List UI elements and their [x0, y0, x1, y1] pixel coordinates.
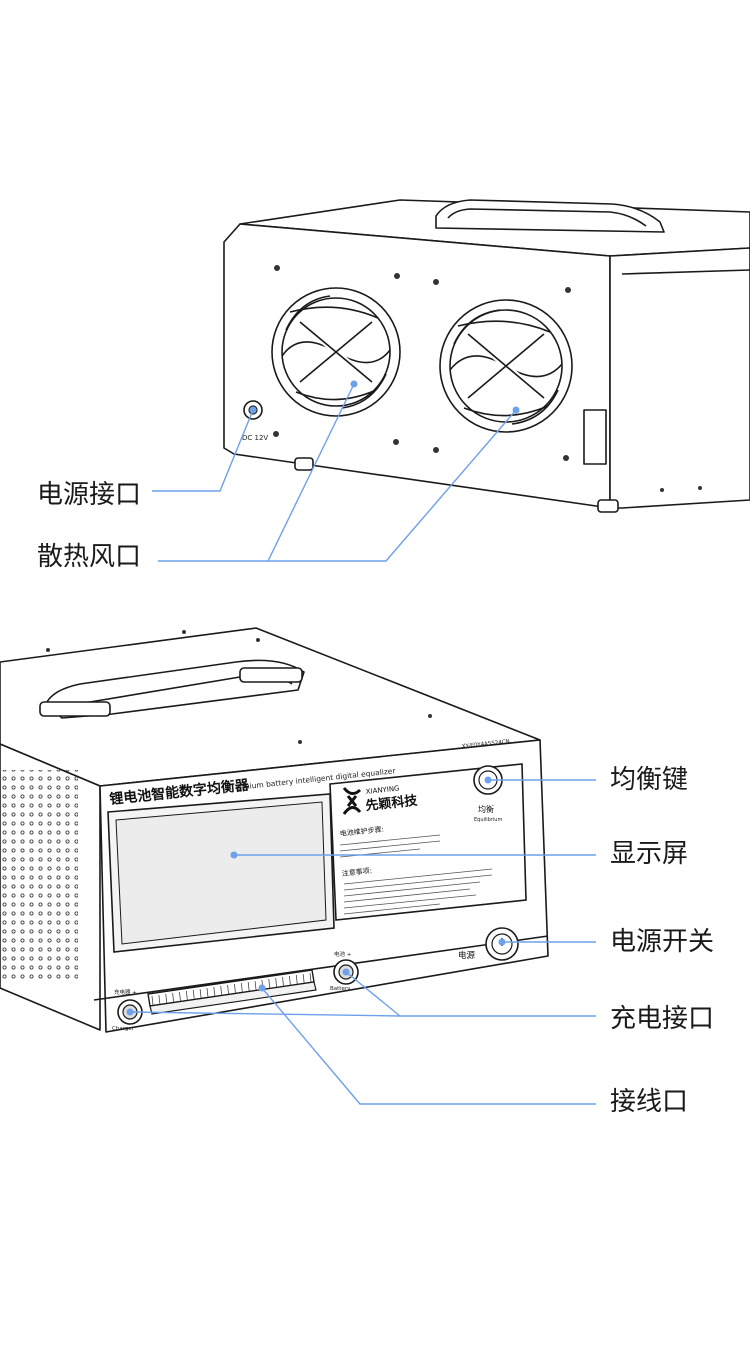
callout-balance-key: 均衡键	[610, 765, 689, 795]
dot-vent-right	[512, 406, 520, 414]
callout-charge-port: 充电接口	[610, 1004, 715, 1034]
terminal-slot	[282, 976, 284, 987]
dot-balance-key	[484, 776, 492, 784]
charger-port-label-en: Charger	[112, 1026, 135, 1032]
panel-notes-lines	[343, 868, 493, 915]
terminal-slot	[206, 987, 209, 998]
power-switch-label: 电源	[458, 950, 476, 961]
rear-fan-left	[271, 287, 401, 417]
leader-power-port	[152, 409, 254, 492]
terminal-slot	[295, 974, 298, 985]
brand-name-cn: 先颖科技	[365, 793, 419, 814]
terminal-slot	[199, 988, 202, 999]
battery-port-label-en: Battery	[330, 986, 351, 992]
dot-power-switch	[498, 938, 506, 946]
brand-name-en: XIANYING	[365, 784, 400, 795]
callout-cooling-vents: 散热风口	[37, 542, 142, 572]
terminal-slot	[309, 972, 312, 983]
terminal-slot	[268, 978, 271, 989]
rear-handle	[435, 199, 665, 233]
dot-display	[230, 851, 238, 859]
dc-port-label: DC 12V	[242, 434, 268, 442]
terminal-slot	[254, 980, 257, 991]
terminal-slot	[172, 992, 175, 1003]
panel-notes-heading: 注意事项:	[341, 866, 372, 878]
terminal-slot	[165, 993, 168, 1004]
terminal-slot	[275, 977, 278, 988]
dot-battery-port	[342, 968, 350, 976]
terminal-slot	[234, 983, 236, 994]
dot-charge-port	[126, 1008, 134, 1016]
terminal-slot	[158, 994, 161, 1005]
dot-power-port	[249, 406, 257, 414]
rear-foot	[294, 457, 314, 471]
callout-power-switch: 电源开关	[610, 927, 715, 957]
leader-dots	[126, 380, 520, 1016]
info-panel: XIANYING 先颖科技 电池维护步骤: 注意事项:	[329, 763, 527, 921]
leader-charge-port-b	[345, 971, 401, 1017]
rear-foot	[597, 499, 619, 513]
charger-port-label: 充电器 +	[114, 988, 137, 996]
leader-vent-right	[268, 409, 517, 562]
side-vent-grille	[0, 770, 78, 980]
terminal-slot	[302, 973, 305, 984]
leader-lines	[129, 383, 596, 1105]
terminal-slot	[240, 982, 243, 993]
battery-port-label: 电池 +	[334, 950, 352, 958]
front-handle	[39, 659, 305, 719]
callout-display: 显示屏	[610, 839, 689, 869]
terminal-slot	[213, 986, 216, 997]
brand-logo	[342, 787, 362, 815]
callout-wiring-port: 接线口	[610, 1087, 689, 1117]
terminal-slot	[185, 990, 188, 1001]
terminal-slot	[227, 984, 229, 995]
terminal-slot	[220, 985, 223, 996]
terminal-slot	[179, 991, 181, 1002]
terminal-slot	[192, 989, 195, 1000]
display-screen	[107, 793, 335, 953]
callout-power-port: 电源接口	[37, 480, 142, 510]
terminal-slot	[247, 981, 250, 992]
dot-vent-left	[350, 380, 358, 388]
leader-wiring-port	[261, 987, 596, 1105]
model-number: XY-FDY4A5524CN	[462, 739, 511, 750]
terminal-slot	[151, 995, 154, 1006]
side-label-plate	[583, 409, 607, 465]
dot-wiring-port	[258, 984, 266, 992]
terminal-slot	[288, 975, 291, 986]
balance-button-label-en: Equilibrium	[474, 817, 502, 823]
balance-button-label-cn: 均衡	[478, 804, 494, 814]
rear-fan-right	[439, 299, 573, 433]
wiring-terminal-strip[interactable]	[147, 969, 317, 1015]
